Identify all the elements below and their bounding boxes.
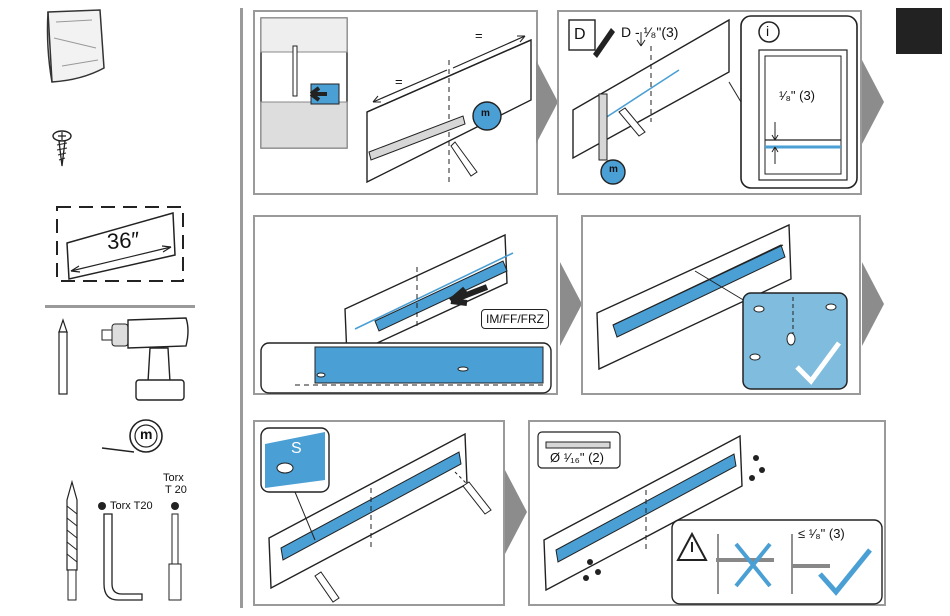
model-label: IM/FF/FRZ — [481, 309, 549, 329]
step-arrow — [560, 262, 582, 346]
step-3-panel: IM/FF/FRZ — [253, 215, 558, 395]
step-arrow — [505, 470, 527, 554]
step-1-panel: = = m — [253, 10, 538, 195]
screw-icon — [50, 130, 74, 168]
torx-top-label-line1: Torx — [163, 472, 184, 484]
sidebar-divider — [45, 305, 195, 308]
step-arrow — [536, 60, 558, 144]
detail-letter: S — [291, 440, 302, 458]
info-dimension-label: ¹⁄₈" (3) — [779, 88, 815, 103]
tape-measure-icon — [100, 418, 166, 458]
cordless-drill-icon — [100, 312, 192, 404]
parts-bag-icon — [42, 8, 108, 86]
document-letter: D — [574, 26, 586, 44]
step-4-illustration — [583, 217, 863, 397]
step-3-illustration — [255, 217, 560, 397]
dimension-label: D - ¹⁄₈"(3) — [621, 24, 678, 40]
tape-letter: m — [609, 164, 618, 175]
torx-top-label-line2: T 20 — [165, 484, 187, 496]
step-5-panel: S — [253, 420, 505, 606]
step-2-illustration — [559, 12, 864, 197]
step-arrow — [862, 60, 884, 144]
torx-l-key-icon — [96, 500, 146, 604]
info-icon: i — [766, 23, 769, 39]
tape-letter: m — [140, 426, 152, 442]
step-4-panel — [581, 215, 861, 395]
drill-bit-label: Ø ¹⁄₁₆" (2) — [550, 450, 604, 465]
step-arrow — [862, 262, 884, 346]
equal-mark-left: = — [395, 74, 403, 89]
tape-letter: m — [481, 108, 490, 119]
torx-bit-icon — [166, 500, 184, 604]
equal-mark-right: = — [475, 28, 483, 43]
page-marker — [896, 8, 942, 54]
depth-label: ≤ ¹⁄₈" (3) — [798, 526, 845, 541]
step-2-panel: D D - ¹⁄₈"(3) m i ¹⁄₈" (3) — [557, 10, 862, 195]
section-divider — [240, 8, 243, 608]
board-length-label: 36″ — [106, 227, 140, 255]
pencil-icon — [56, 318, 70, 398]
step-1-illustration — [255, 12, 540, 197]
drill-bit-icon — [64, 480, 80, 602]
step-6-panel: Ø ¹⁄₁₆" (2) ≤ ¹⁄₈" (3) — [528, 420, 886, 606]
torx-side-label: Torx T20 — [110, 500, 153, 512]
